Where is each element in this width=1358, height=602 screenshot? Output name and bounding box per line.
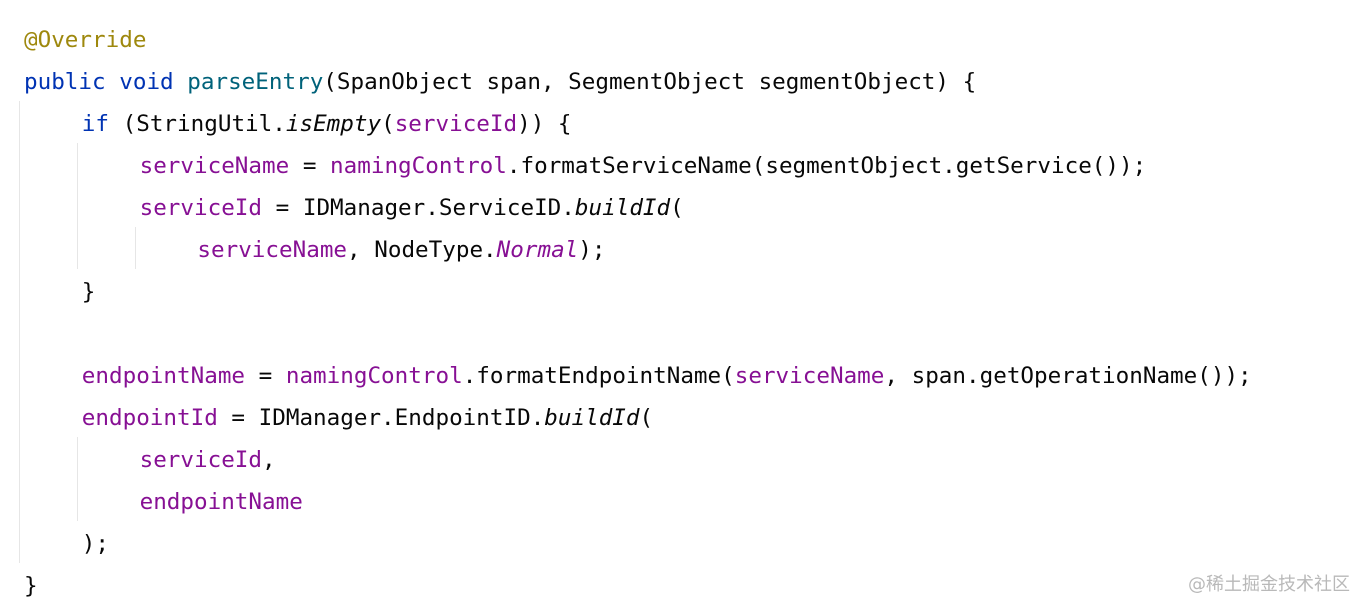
code-token: namingControl xyxy=(285,363,463,389)
code-token: serviceId xyxy=(139,195,263,221)
code-token: void xyxy=(119,69,174,95)
code-token: = IDManager.ServiceID. xyxy=(262,195,575,221)
code-token: , NodeType. xyxy=(347,237,497,263)
code-token: = IDManager.EndpointID. xyxy=(217,405,545,431)
code-line[interactable]: } xyxy=(24,565,38,602)
code-token: serviceId xyxy=(139,447,263,473)
code-token: ); xyxy=(578,237,606,263)
code-token: , xyxy=(262,447,276,473)
code-line[interactable]: endpointName xyxy=(140,481,303,523)
code-token: } xyxy=(24,573,38,599)
code-line[interactable]: ); xyxy=(82,523,109,565)
code-line[interactable]: public void parseEntry(SpanObject span, … xyxy=(24,61,976,103)
code-token: endpointName xyxy=(139,489,303,515)
indent-guide-if-body xyxy=(77,143,78,269)
code-token: endpointId xyxy=(81,405,218,431)
code-token xyxy=(106,69,120,95)
code-token: .formatServiceName(segmentObject.getServ… xyxy=(506,153,1147,179)
code-line[interactable]: if (StringUtil.isEmpty(serviceId)) { xyxy=(82,103,572,145)
code-line[interactable]: endpointName = namingControl.formatEndpo… xyxy=(82,355,1252,397)
code-token: } xyxy=(81,279,96,305)
code-token: , span.getOperationName()); xyxy=(884,363,1252,389)
code-token: ( xyxy=(670,195,684,221)
code-token: if xyxy=(81,111,110,137)
code-token: public xyxy=(24,69,106,95)
code-line[interactable]: serviceName, NodeType.Normal); xyxy=(197,229,605,271)
code-token: serviceName xyxy=(197,237,348,263)
code-token: buildId xyxy=(574,195,671,221)
code-token: (StringUtil. xyxy=(109,111,286,137)
code-line[interactable]: } xyxy=(82,271,96,313)
code-token: @Override xyxy=(24,27,147,53)
indent-guide-endpoint-args xyxy=(77,437,78,521)
code-token: (SpanObject span, SegmentObject segmentO… xyxy=(323,69,977,95)
code-line[interactable]: serviceId = IDManager.ServiceID.buildId( xyxy=(140,187,684,229)
code-token: )) { xyxy=(517,111,572,137)
code-token: serviceId xyxy=(394,111,518,137)
code-token: isEmpty xyxy=(285,111,382,137)
code-token: ( xyxy=(381,111,395,137)
indent-guide-method-body xyxy=(19,101,20,563)
code-token: .formatEndpointName( xyxy=(462,363,735,389)
code-line[interactable]: endpointId = IDManager.EndpointID.buildI… xyxy=(82,397,653,439)
code-line[interactable]: serviceId, xyxy=(140,439,276,481)
indent-guide-buildid-args xyxy=(135,227,136,269)
code-token: parseEntry xyxy=(187,69,324,95)
code-token xyxy=(174,69,188,95)
code-token: namingControl xyxy=(330,153,507,179)
code-token: ( xyxy=(639,405,654,431)
code-line[interactable]: @Override xyxy=(24,19,146,61)
code-line[interactable]: serviceName = namingControl.formatServic… xyxy=(140,145,1147,187)
code-token: serviceName xyxy=(139,153,290,179)
code-token: = xyxy=(245,363,286,389)
code-token: buildId xyxy=(544,405,640,431)
watermark: @稀土掘金技术社区 xyxy=(1188,574,1350,595)
code-token: = xyxy=(289,153,331,179)
code-token: ); xyxy=(81,531,110,557)
code-token: serviceName xyxy=(734,363,885,389)
code-token: endpointName xyxy=(81,363,246,389)
code-token: Normal xyxy=(496,237,579,263)
